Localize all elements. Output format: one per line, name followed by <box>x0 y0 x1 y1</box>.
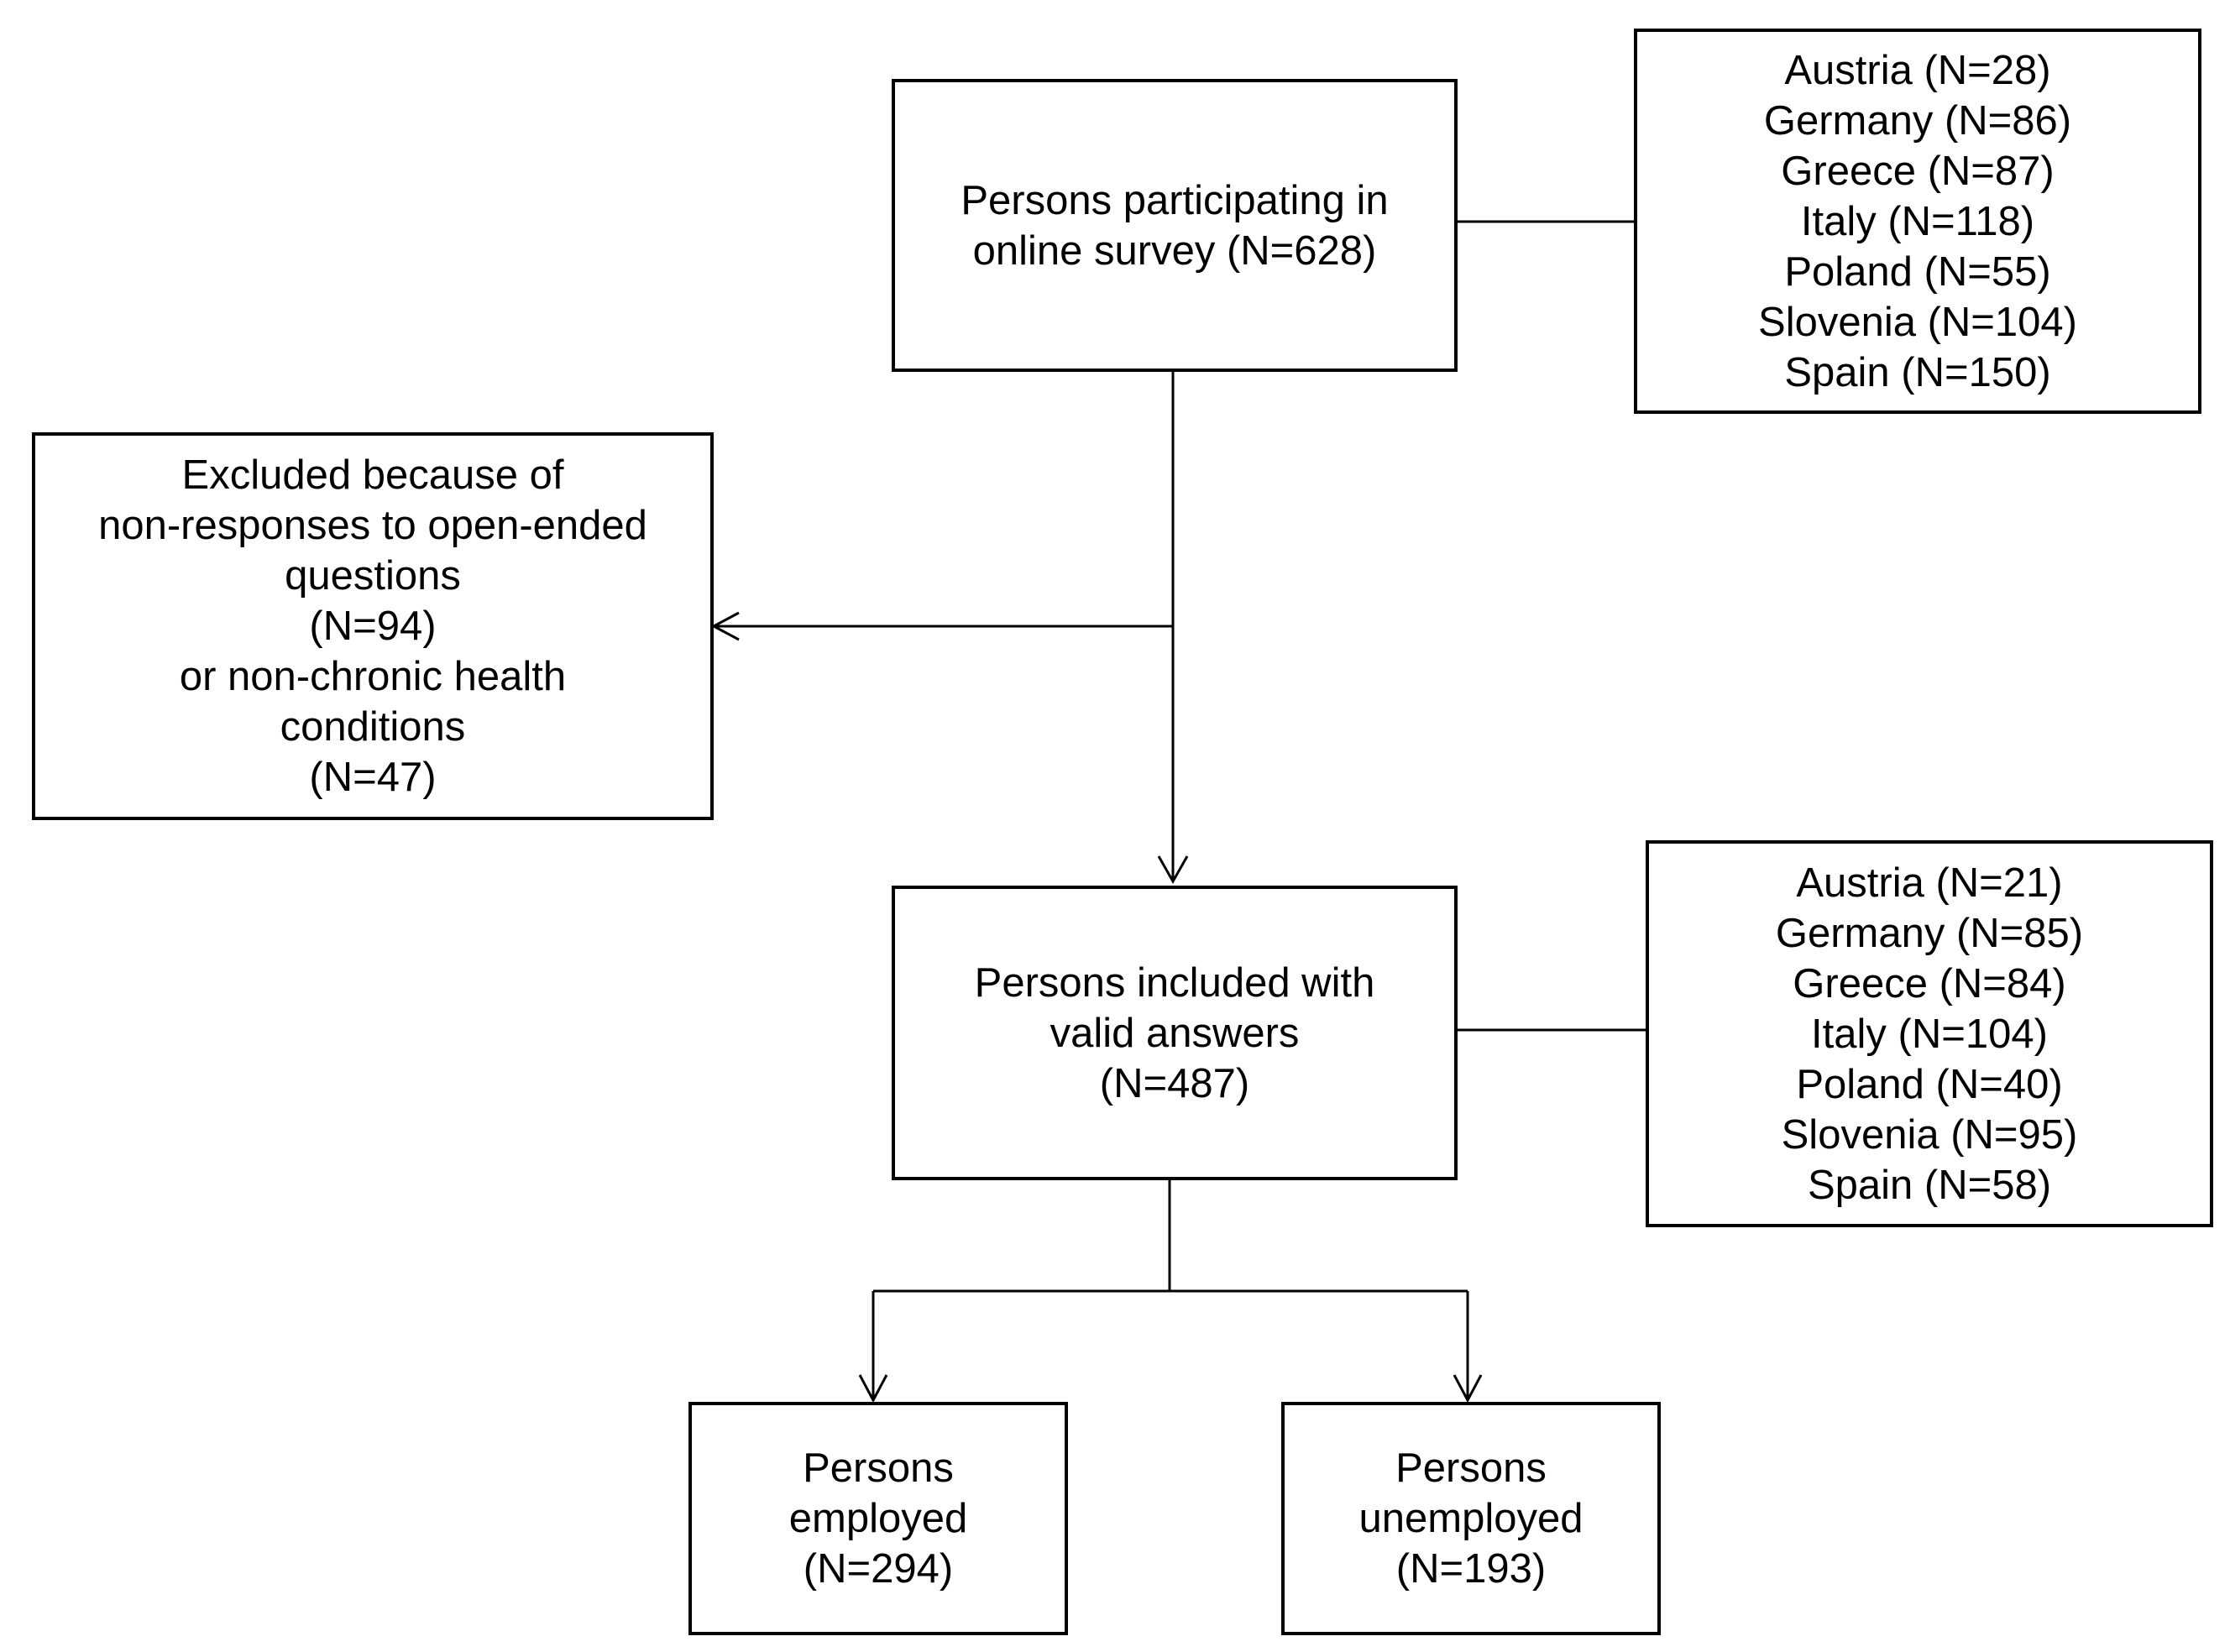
unemployed-line: (N=193) <box>1395 1546 1547 1592</box>
employed-line: employed <box>788 1496 968 1541</box>
included-line: (N=487) <box>1099 1060 1250 1106</box>
country-item: Austria (N=28) <box>1784 47 2051 93</box>
participating-countries-box: Austria (N=28) Germany (N=86) Greece (N=… <box>1634 29 2201 414</box>
country-item: Italy (N=118) <box>1800 198 2035 244</box>
excluded-line: or non-chronic health <box>179 654 567 699</box>
participating-line: online survey (N=628) <box>972 227 1377 274</box>
employed-line: Persons <box>803 1446 954 1491</box>
arrowhead-excluded <box>710 611 740 641</box>
excluded-line: non-responses to open-ended <box>98 503 647 548</box>
excluded-line: conditions <box>280 704 466 750</box>
country-item: Spain (N=58) <box>1807 1162 2052 1208</box>
arrowhead-unemployed <box>1453 1374 1483 1404</box>
excluded-line: Excluded because of <box>181 452 564 498</box>
included-box: Persons included with valid answers (N=4… <box>892 886 1458 1180</box>
arrowhead-included <box>1157 855 1189 885</box>
country-item: Germany (N=86) <box>1763 97 2072 144</box>
participating-text: Persons participating in online survey (… <box>961 175 1388 276</box>
employed-text: Persons employed (N=294) <box>789 1443 967 1594</box>
arrowhead-employed <box>858 1374 888 1404</box>
employed-box: Persons employed (N=294) <box>688 1402 1068 1635</box>
excluded-text: Excluded because of non-responses to ope… <box>98 450 647 802</box>
country-item: Italy (N=104) <box>1811 1011 2048 1057</box>
excluded-line: (N=47) <box>309 755 437 800</box>
country-item: Spain (N=150) <box>1784 349 2051 395</box>
participating-line: Persons participating in <box>961 177 1389 223</box>
included-line: Persons included with <box>974 959 1375 1006</box>
country-item: Greece (N=84) <box>1793 960 2066 1006</box>
country-item: Greece (N=87) <box>1781 148 2055 194</box>
included-line: valid answers <box>1050 1010 1300 1056</box>
unemployed-text: Persons unemployed (N=193) <box>1359 1443 1584 1594</box>
excluded-line: questions <box>285 553 461 599</box>
participating-countries-list: Austria (N=28) Germany (N=86) Greece (N=… <box>1758 45 2077 398</box>
excluded-line: (N=94) <box>309 604 437 649</box>
included-countries-list: Austria (N=21) Germany (N=85) Greece (N=… <box>1776 858 2083 1210</box>
excluded-box: Excluded because of non-responses to ope… <box>32 432 714 820</box>
employed-line: (N=294) <box>803 1546 954 1592</box>
country-item: Germany (N=85) <box>1775 910 2084 956</box>
included-countries-box: Austria (N=21) Germany (N=85) Greece (N=… <box>1646 840 2213 1227</box>
unemployed-box: Persons unemployed (N=193) <box>1281 1402 1661 1635</box>
participating-box: Persons participating in online survey (… <box>892 79 1458 372</box>
country-item: Slovenia (N=95) <box>1781 1111 2078 1158</box>
country-item: Austria (N=21) <box>1796 860 2063 906</box>
country-item: Poland (N=40) <box>1796 1061 2063 1107</box>
unemployed-line: unemployed <box>1358 1496 1584 1541</box>
unemployed-line: Persons <box>1395 1446 1547 1491</box>
country-item: Poland (N=55) <box>1784 248 2051 295</box>
country-item: Slovenia (N=104) <box>1758 299 2077 345</box>
included-text: Persons included with valid answers (N=4… <box>975 958 1375 1109</box>
